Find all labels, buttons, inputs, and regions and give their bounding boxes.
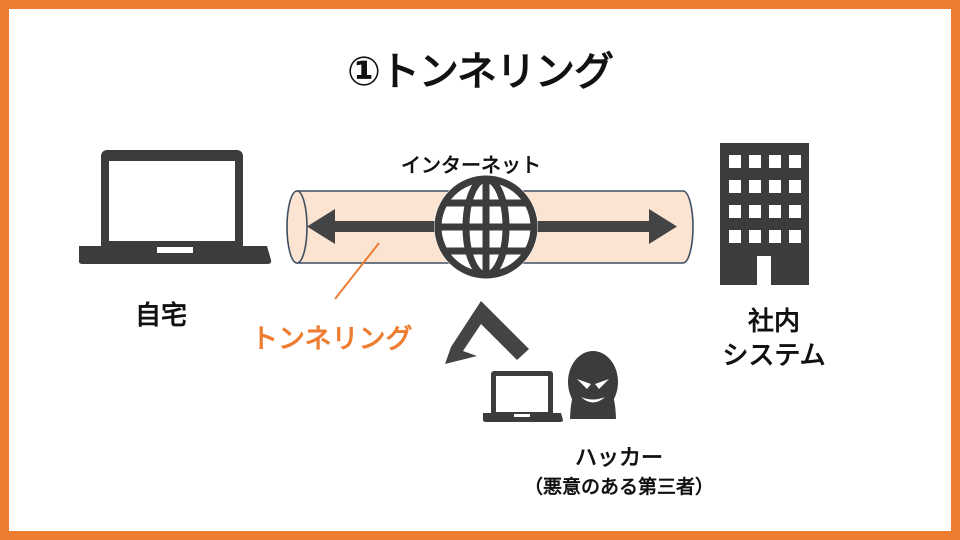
diagram-canvas xyxy=(78,143,809,422)
office-label: 社内 システム xyxy=(709,305,839,373)
home-label: 自宅 xyxy=(135,301,188,331)
tunnel-label: トンネリング xyxy=(251,324,413,355)
hacker-label-sub: （悪意のある第三者） xyxy=(523,476,714,498)
office-label-line2: システム xyxy=(722,341,826,371)
tunnel-pointer-line xyxy=(334,242,380,300)
internet-label: インターネット xyxy=(401,153,541,177)
globe-icon xyxy=(434,175,538,279)
hacker-icon xyxy=(568,351,618,419)
laptop-icon xyxy=(78,150,272,264)
blocked-arrow-icon xyxy=(445,301,529,364)
hacker-label: ハッカー （悪意のある第三者） xyxy=(519,445,719,501)
office-label-line1: 社内 xyxy=(747,307,800,337)
hacker-label-main: ハッカー xyxy=(574,446,663,471)
building-icon xyxy=(720,143,809,285)
small-laptop-icon xyxy=(483,371,563,422)
slide-title: ①トンネリング xyxy=(346,49,614,95)
